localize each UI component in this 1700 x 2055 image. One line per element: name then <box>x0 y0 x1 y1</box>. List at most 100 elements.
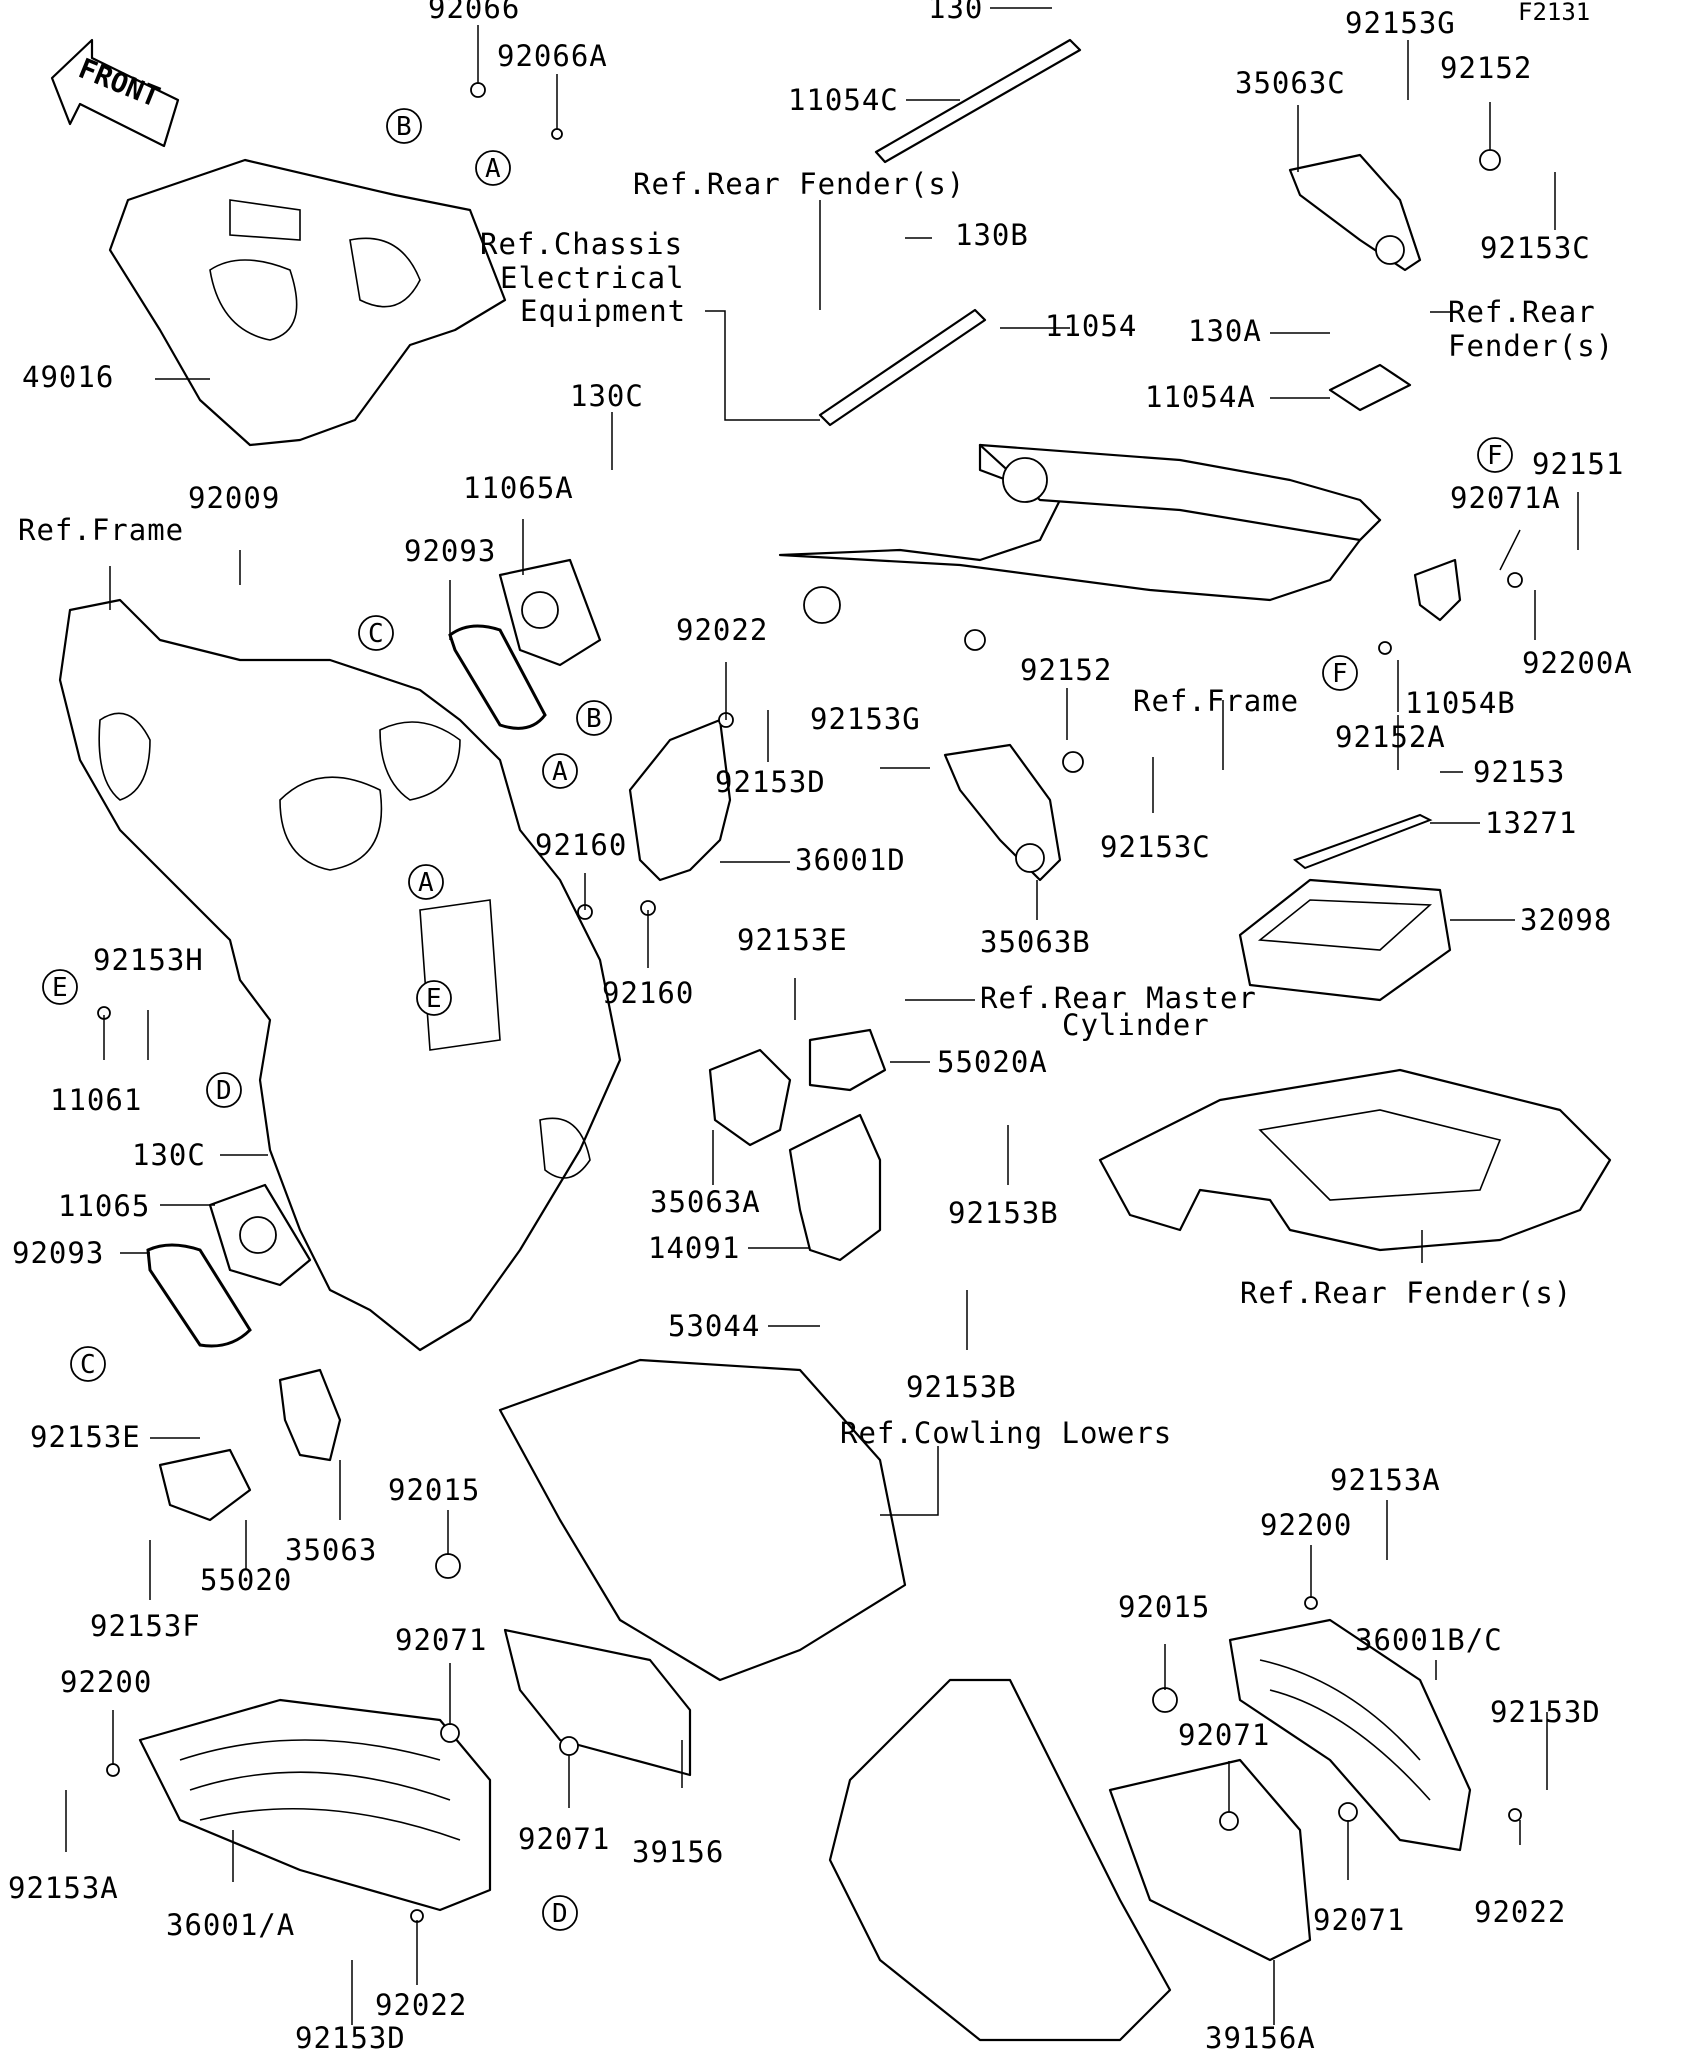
callout-label: Cylinder <box>1062 1008 1210 1042</box>
callout-label: 11061 <box>50 1083 142 1117</box>
part-11054c-bracket <box>874 38 1082 164</box>
marker-circle: E <box>416 980 452 1016</box>
callout-label: 92160 <box>602 976 694 1010</box>
marker-circle: A <box>542 753 578 789</box>
callout-label: 92071 <box>1313 1903 1405 1937</box>
callout-label: 92151 <box>1532 447 1624 481</box>
part-11065-cap <box>208 1183 312 1287</box>
callout-label: Ref.Chassis <box>480 227 683 261</box>
callout-label: 11065A <box>463 471 574 505</box>
callout-label: Electrical <box>500 261 685 295</box>
callout-label: 49016 <box>22 360 114 394</box>
callout-label: 36001/A <box>166 1908 295 1942</box>
callout-label: 92153C <box>1100 830 1211 864</box>
marker-circle: B <box>386 108 422 144</box>
callout-label: 92153C <box>1480 231 1591 265</box>
callout-label: 92153D <box>715 765 826 799</box>
marker-circle: C <box>70 1346 106 1382</box>
callout-label: 92066 <box>428 0 520 25</box>
part-36001a-side-panel <box>138 1698 492 1912</box>
callout-label: 36001B/C <box>1355 1623 1503 1657</box>
marker-letter: D <box>216 1076 232 1106</box>
callout-label: 92071 <box>518 1822 610 1856</box>
marker-circle: F <box>1322 655 1358 691</box>
callout-label: 11065 <box>58 1189 150 1223</box>
callout-label: Fender(s) <box>1448 329 1614 363</box>
callout-label: Ref.Frame <box>1133 684 1299 718</box>
diagram-code: F2131 <box>1518 0 1590 26</box>
callout-label: 92153A <box>1330 1463 1441 1497</box>
callout-label: 130C <box>132 1138 206 1172</box>
marker-letter: E <box>52 973 68 1003</box>
cowling-lower-left <box>498 1358 907 1682</box>
marker-letter: A <box>485 154 501 184</box>
part-11054-bracket <box>818 308 987 427</box>
callout-label: 92160 <box>535 828 627 862</box>
marker-letter: D <box>552 1899 568 1929</box>
marker-letter: C <box>368 619 384 649</box>
marker-circle: C <box>358 615 394 651</box>
marker-letter: C <box>80 1350 96 1380</box>
part-11054a-bracket <box>1328 363 1412 412</box>
callout-label: 13271 <box>1485 806 1577 840</box>
callout-label: 92153G <box>1345 6 1456 40</box>
callout-label: 92153D <box>1490 1695 1601 1729</box>
callout-label: 130A <box>1188 314 1262 348</box>
marker-circle: D <box>542 1895 578 1931</box>
part-35063a-bracket <box>708 1048 792 1147</box>
marker-letter: E <box>426 984 442 1014</box>
callout-label: 92093 <box>404 534 496 568</box>
marker-circle: B <box>576 700 612 736</box>
callout-label: 35063B <box>980 925 1091 959</box>
callout-label: 130 <box>928 0 983 25</box>
callout-label: 92200A <box>1522 646 1633 680</box>
part-92093-gasket-upper <box>448 624 547 730</box>
callout-label: 11054C <box>788 83 899 117</box>
marker-circle: D <box>206 1072 242 1108</box>
callout-label: 92153D <box>295 2021 406 2050</box>
callout-label: 11054A <box>1145 380 1256 414</box>
rear-subframe <box>778 443 1382 651</box>
marker-circle: A <box>408 864 444 900</box>
callout-label: 92022 <box>1474 1895 1566 1929</box>
fasteners <box>97 82 1523 1923</box>
callout-label: 92071A <box>1450 481 1561 515</box>
callout-label: 35063 <box>285 1533 377 1567</box>
callout-label: 55020 <box>200 1563 292 1597</box>
callout-label: 92022 <box>676 613 768 647</box>
marker-letter: A <box>552 757 568 787</box>
part-55020a-guard <box>808 1028 887 1092</box>
callout-label: Equipment <box>520 294 686 328</box>
marker-letter: B <box>586 704 602 734</box>
callout-label: 130C <box>570 379 644 413</box>
callout-label: Ref.Frame <box>18 513 184 547</box>
callout-label: 92071 <box>1178 1718 1270 1752</box>
part-55020-guard <box>158 1448 252 1522</box>
marker-letter: F <box>1332 659 1348 689</box>
callout-label: 35063C <box>1235 66 1346 100</box>
callout-label: 14091 <box>648 1231 740 1265</box>
marker-letter: B <box>396 112 412 142</box>
callout-label: 92152A <box>1335 720 1446 754</box>
callout-label: 92153E <box>737 923 848 957</box>
leader-lines <box>65 7 1579 2025</box>
callout-label: 92015 <box>388 1473 480 1507</box>
marker-circle: A <box>475 150 511 186</box>
part-13271-strap <box>1292 813 1433 870</box>
part-35063b-bracket <box>943 743 1062 882</box>
callout-label: Ref.Rear Fender(s) <box>633 167 965 201</box>
callout-label: 92153G <box>810 702 921 736</box>
callout-label: 92093 <box>12 1236 104 1270</box>
part-39156-inner-panel <box>503 1628 692 1777</box>
callout-label: 55020A <box>937 1045 1048 1079</box>
callout-label: 92153E <box>30 1420 141 1454</box>
callout-label: Ref.Cowling Lowers <box>840 1416 1172 1450</box>
callout-label: 92153A <box>8 1871 119 1905</box>
callout-label: 92015 <box>1118 1590 1210 1624</box>
callout-label: 92153B <box>906 1370 1017 1404</box>
callout-label: 92200 <box>1260 1508 1352 1542</box>
callout-label: 92066A <box>497 39 608 73</box>
callout-label: Ref.Rear Fender(s) <box>1240 1276 1572 1310</box>
callout-label: 53044 <box>668 1309 760 1343</box>
